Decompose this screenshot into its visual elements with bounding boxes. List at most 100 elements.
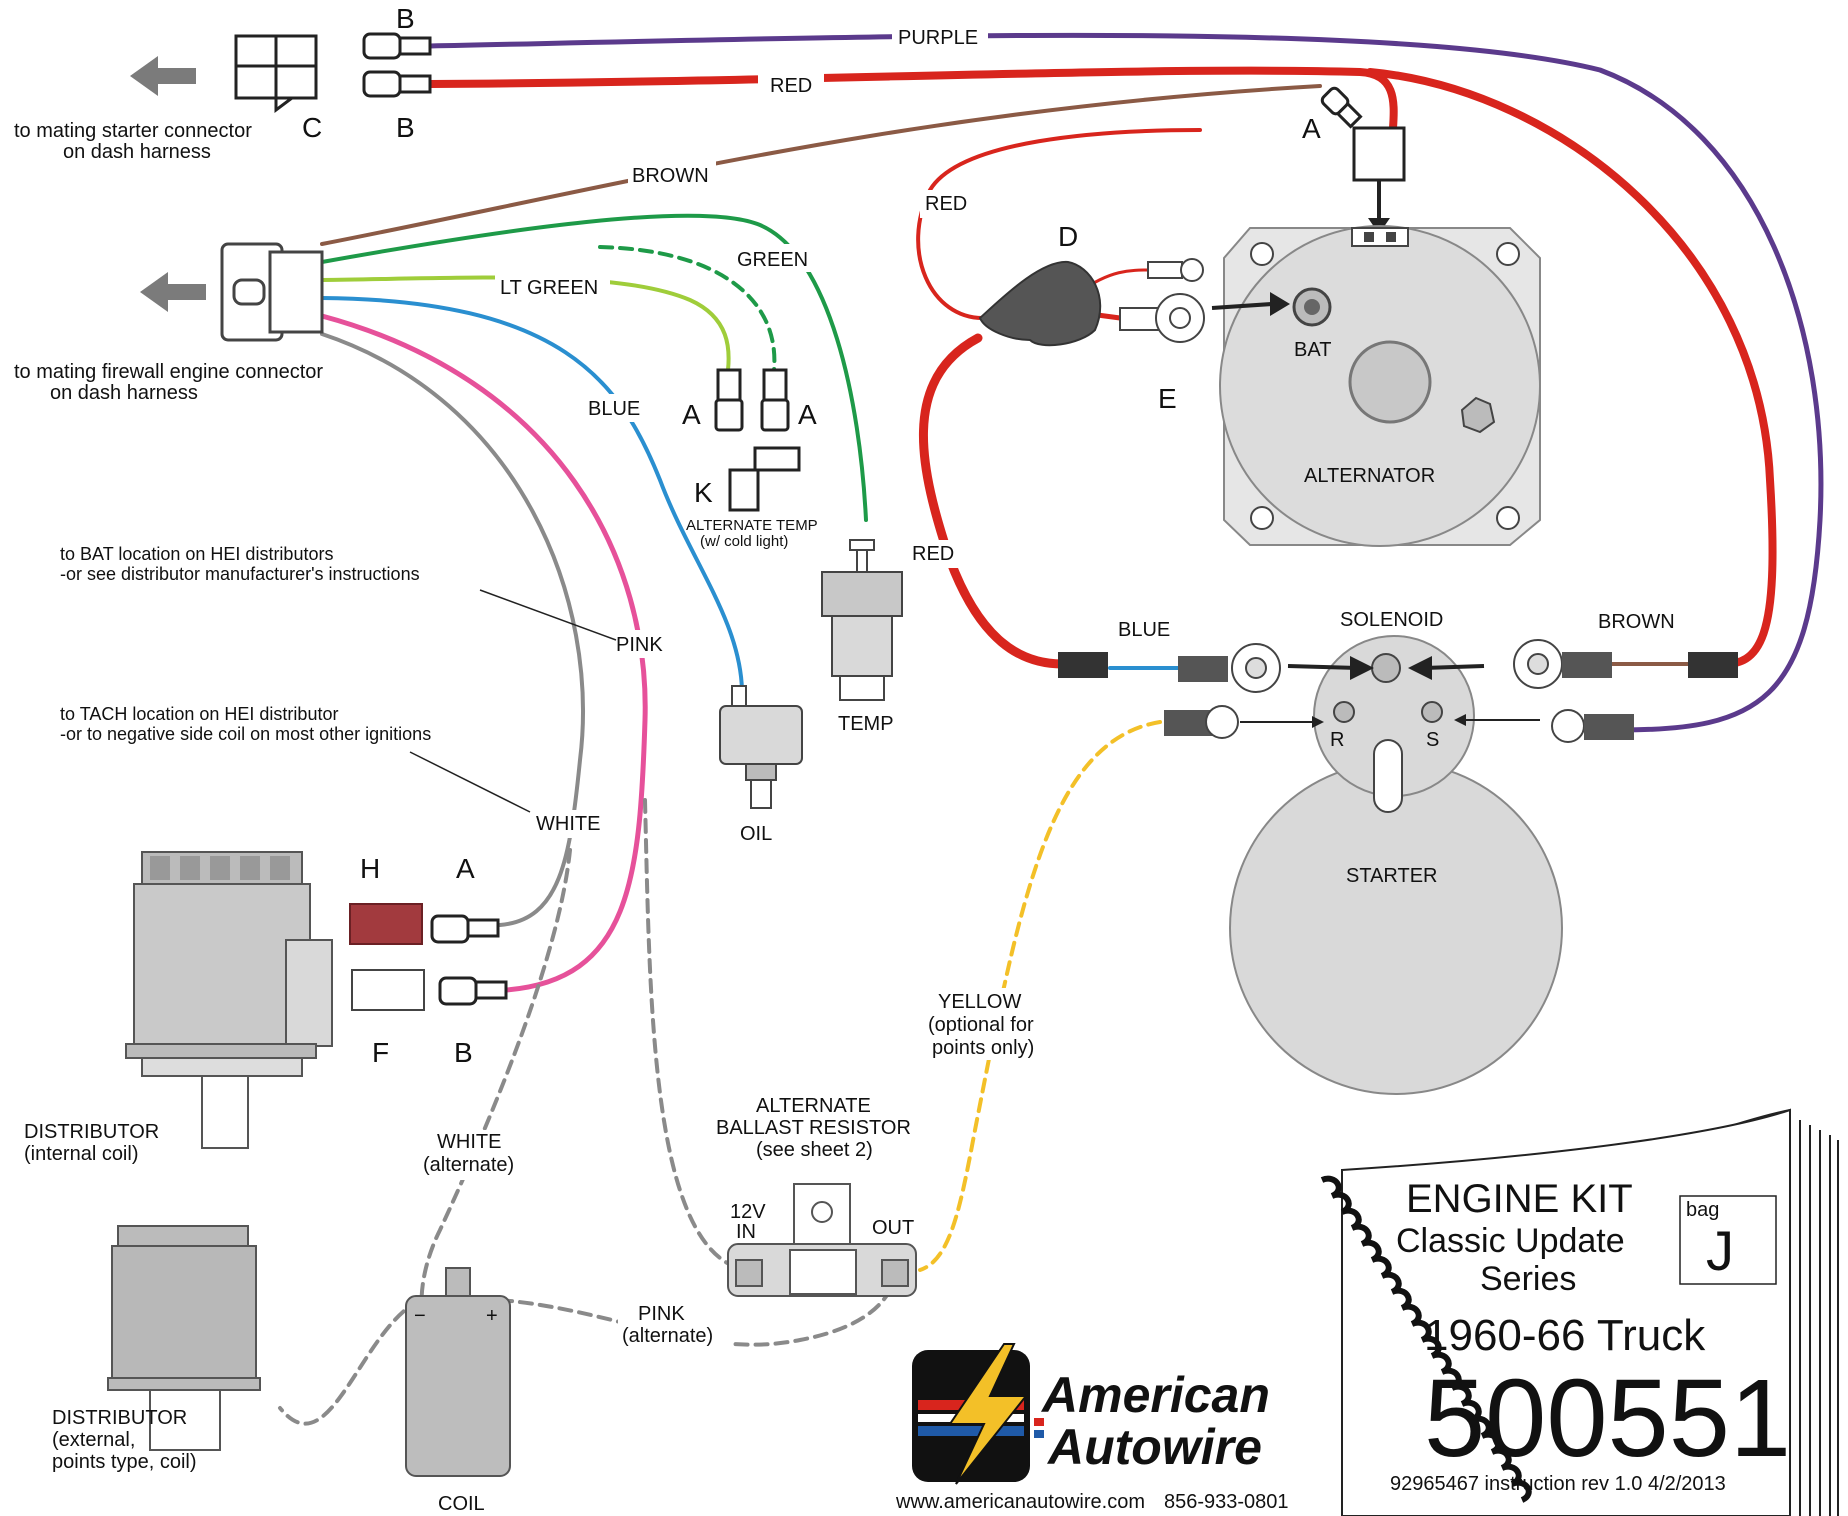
hei-notes: to BAT location on HEI distributors -or … xyxy=(60,544,617,813)
distributor-internal: DISTRIBUTOR (internal coil) xyxy=(24,851,333,1165)
kit-series-1: Classic Update xyxy=(1396,1222,1625,1260)
green-dashed-wire xyxy=(598,245,777,372)
coil: − + COIL xyxy=(405,1267,511,1515)
tach-hei-note-2: -or to negative side coil on most other … xyxy=(60,724,431,744)
tach-hei-note-1: to TACH location on HEI distributor xyxy=(60,704,338,724)
red-left-top-label: RED xyxy=(925,193,967,215)
terminal-a-top: A xyxy=(1302,86,1363,144)
bat-label: BAT xyxy=(1294,339,1331,361)
terminal-b-top: B xyxy=(362,3,432,60)
terminal-a-dist: A xyxy=(430,853,500,944)
dist-ext-label-3: points type, coil) xyxy=(52,1451,197,1473)
oil-label: OIL xyxy=(740,823,772,845)
letter-b-mid: B xyxy=(396,112,415,143)
starter-conn-note-1: to mating starter connector xyxy=(14,120,252,142)
lightning-bolt-icon xyxy=(948,1343,1029,1485)
ballast-out: OUT xyxy=(872,1217,914,1239)
white-alt-label-1: WHITE xyxy=(437,1131,501,1153)
pink-alt-label-2: (alternate) xyxy=(622,1325,713,1347)
bat-hei-note-1: to BAT location on HEI distributors xyxy=(60,544,333,564)
oil-sender: OIL xyxy=(719,685,803,845)
alternator-plug xyxy=(1352,126,1406,182)
letter-h: H xyxy=(360,853,380,884)
temp-label: TEMP xyxy=(838,713,894,735)
kit-title: ENGINE KIT xyxy=(1406,1177,1633,1221)
kit-instruction: 92965467 instruction rev 1.0 4/2/2013 xyxy=(1390,1473,1726,1495)
dist-int-label-2: (internal coil) xyxy=(24,1143,138,1165)
alternator-label: ALTERNATOR xyxy=(1304,465,1435,487)
alt-temp-connector-k: K ALTERNATE TEMP (w/ cold light) xyxy=(686,446,818,550)
alternator: BAT ALTERNATOR xyxy=(1219,225,1541,547)
right-arrow-icon-2 xyxy=(1350,656,1374,680)
starter-conn-note-2: on dash harness xyxy=(63,141,211,163)
starter: STARTER xyxy=(1229,761,1563,1095)
red-top-label: RED xyxy=(770,75,812,97)
lt-green-label: LT GREEN xyxy=(500,277,598,299)
firewall-conn-note-1: to mating firewall engine connector xyxy=(14,361,323,383)
brown-top-wire xyxy=(320,84,1322,246)
white-alt-label-2: (alternate) xyxy=(423,1154,514,1176)
solenoid-terminals xyxy=(1058,639,1738,743)
red-thin-wire xyxy=(916,128,1202,321)
ballast-label-2: BALLAST RESISTOR xyxy=(716,1117,911,1139)
bag-box xyxy=(1679,1195,1777,1285)
letter-b-top: B xyxy=(396,3,415,34)
terminal-b-dist: B xyxy=(438,976,508,1068)
temp-sender: TEMP xyxy=(821,539,903,735)
starter-connector-group: C to mating starter connector on dash ha… xyxy=(14,34,322,163)
kit-series-2: Series xyxy=(1480,1260,1576,1298)
brown-top-label: BROWN xyxy=(632,165,709,187)
boot-d: D xyxy=(978,221,1102,347)
pink-label: PINK xyxy=(616,634,663,656)
connector-f: F xyxy=(351,969,425,1068)
solenoid-r: R xyxy=(1330,729,1344,751)
letter-a-left: A xyxy=(682,399,701,430)
letter-a-right: A xyxy=(798,399,817,430)
kit-booklet: ENGINE KIT Classic Update Series bag J 1… xyxy=(1320,1108,1839,1516)
pink-alt-label-1: PINK xyxy=(638,1303,685,1325)
yellow-wire xyxy=(918,720,1162,1272)
left-arrow-icon-3 xyxy=(1408,656,1432,680)
letter-f: F xyxy=(372,1037,389,1068)
letter-c: C xyxy=(302,112,322,143)
wires xyxy=(278,32,1824,1426)
lt-green-wire xyxy=(320,275,731,372)
terminal-a-left: A xyxy=(682,368,744,432)
brand-line-2: Autowire xyxy=(1046,1419,1262,1475)
ballast-resistor: ALTERNATE BALLAST RESISTOR (see sheet 2)… xyxy=(716,1095,917,1297)
dist-ext-label-2: (external, xyxy=(52,1429,135,1451)
brand-line-1: American xyxy=(1040,1367,1270,1423)
ring-terminal-e: E xyxy=(1119,293,1205,414)
pink-wire xyxy=(319,313,648,993)
dist-int-label-1: DISTRIBUTOR xyxy=(24,1121,159,1143)
dist-ext-label-1: DISTRIBUTOR xyxy=(52,1407,187,1429)
distributor-external: DISTRIBUTOR (external, points type, coil… xyxy=(52,1225,261,1473)
left-arrow-icon-2 xyxy=(140,272,206,312)
ballast-label-1: ALTERNATE xyxy=(756,1095,871,1117)
left-arrow-icon xyxy=(130,56,196,96)
ballast-in-2: IN xyxy=(736,1221,756,1243)
terminal-b-mid: B xyxy=(362,70,432,143)
letter-a-top: A xyxy=(1302,113,1321,144)
alt-temp-note-2: (w/ cold light) xyxy=(700,533,788,550)
firewall-conn-note-2: on dash harness xyxy=(50,382,198,404)
red-top-wire xyxy=(426,66,1398,132)
coil-minus: − xyxy=(414,1305,426,1327)
yellow-label-1: YELLOW xyxy=(938,991,1021,1013)
pink-alt-wire xyxy=(498,1278,897,1347)
letter-k: K xyxy=(694,477,713,508)
bag-letter: J xyxy=(1706,1219,1734,1282)
letter-e: E xyxy=(1158,383,1177,414)
red-right-wire xyxy=(1366,68,1777,669)
american-autowire-logo: American Autowire www.americanautowire.c… xyxy=(895,1343,1289,1513)
ballast-label-3: (see sheet 2) xyxy=(756,1139,873,1161)
right-arrow-icon xyxy=(1270,292,1290,316)
firewall-connector-group: to mating firewall engine connector on d… xyxy=(14,242,324,404)
brand-phone: 856-933-0801 xyxy=(1164,1491,1289,1513)
starter-label: STARTER xyxy=(1346,865,1438,887)
solenoid-s: S xyxy=(1426,729,1439,751)
alt-temp-note-1: ALTERNATE TEMP xyxy=(686,517,818,534)
bat-hei-note-2: -or see distributor manufacturer's instr… xyxy=(60,564,420,584)
ballast-in-dashed xyxy=(643,798,747,1272)
